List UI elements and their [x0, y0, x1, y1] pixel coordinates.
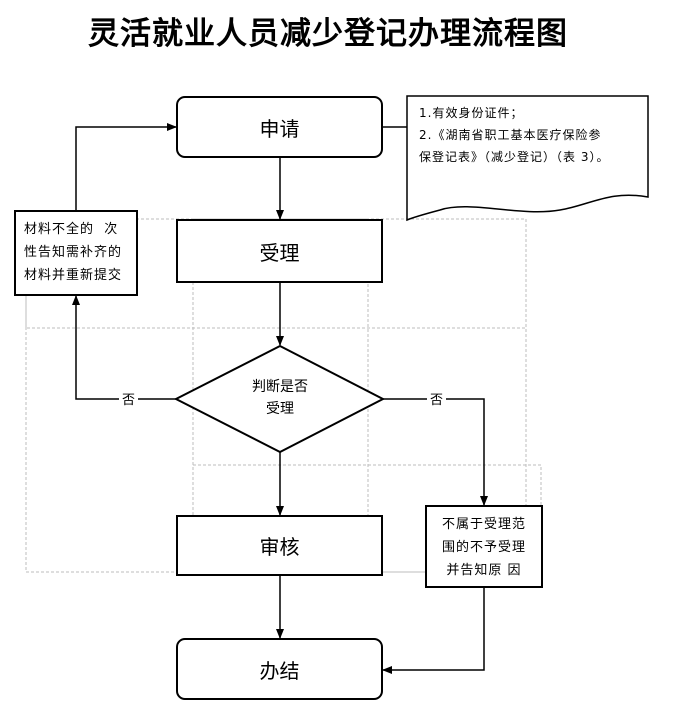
documents-item-2-line-2: 保登记表》（减少登记）（表 3）。 [419, 150, 610, 164]
reject-line-2: 围的不予受理 [441, 540, 526, 555]
step-finish: 办结 [176, 638, 383, 700]
right-no-label: 否 [427, 389, 447, 408]
step-apply-label: 申请 [259, 116, 300, 141]
decision-text: 判断是否 受理 [240, 376, 320, 420]
step-accept-label: 受理 [259, 240, 300, 265]
step-accept: 受理 [176, 219, 383, 283]
arrow-decision-to-reject [383, 398, 488, 506]
left-no-label: 否 [119, 389, 139, 408]
incomplete-line-1: 材料不全的 次 [24, 222, 119, 237]
reject-line-3: 并告知原 因 [446, 563, 522, 578]
page-title: 灵活就业人员减少登记办理流程图 [88, 16, 568, 52]
documents-item-2-line-1: 2.《湖南省职工基本医疗保险参 [419, 128, 602, 142]
step-apply: 申请 [176, 96, 383, 158]
arrow-decision-to-incomplete [72, 295, 176, 400]
decision-line-1: 判断是否 [252, 379, 308, 395]
documents-item-1: 1.有效身份证件； [419, 106, 524, 120]
decision-line-2: 受理 [266, 401, 294, 417]
reject-line-1: 不属于受理范 [441, 517, 526, 532]
incomplete-line-3: 材料并重新提交 [24, 268, 123, 283]
documents-note: 1.有效身份证件； 2.《湖南省职工基本医疗保险参 保登记表》（减少登记）（表 … [419, 102, 647, 168]
arrow-incomplete-to-apply [75, 123, 177, 210]
arrow-reject-to-finish [382, 588, 485, 674]
incomplete-line-2: 性告知需补齐的 [24, 245, 123, 260]
reject-box: 不属于受理范 围的不予受理 并告知原 因 [425, 505, 543, 588]
step-review: 审核 [176, 515, 383, 576]
document-note-shape [406, 95, 649, 222]
step-review-label: 审核 [259, 535, 300, 559]
step-finish-label: 办结 [259, 658, 300, 683]
incomplete-materials-box: 材料不全的 次 性告知需补齐的 材料并重新提交 [14, 210, 138, 296]
